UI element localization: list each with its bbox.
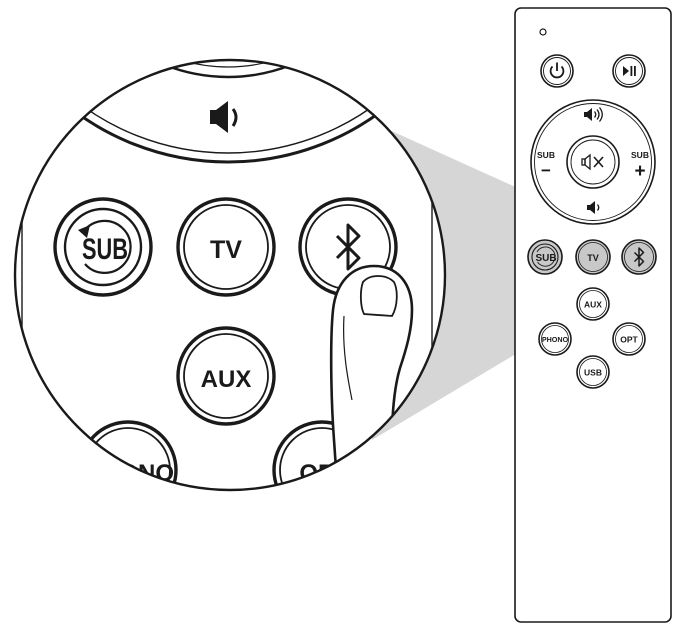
zoom-phono-label: HONO [102,460,174,487]
mute-button[interactable] [566,135,620,189]
status-led [539,28,547,36]
phono-button[interactable]: PHONO [538,322,572,356]
mute-icon [581,153,604,171]
aux-button[interactable]: AUX [576,287,610,321]
sub-minus-button[interactable]: SUB − [537,150,555,180]
volume-up-button[interactable] [584,107,603,122]
zoom-aux-label: AUX [201,366,252,393]
sub-plus-button[interactable]: SUB + [631,150,649,182]
zoom-opt-label: OPT [299,460,349,487]
zoom-circle-border [13,58,447,492]
sub-plus-label: SUB [631,150,649,160]
tv-label: TV [587,253,599,263]
zoom-tv-label: TV [210,236,242,264]
power-button[interactable] [540,54,574,88]
sub-mode-button[interactable]: SUB [527,239,563,275]
opt-button[interactable]: OPT [612,322,646,356]
phono-label: PHONO [542,335,569,344]
sub-minus-sign: − [541,161,551,180]
power-icon [549,62,565,79]
zoom-tv-button[interactable]: TV [176,197,276,297]
bluetooth-icon [633,247,645,267]
speaker-quiet-icon [587,201,600,214]
play-pause-icon [623,66,636,76]
zoom-volume-ring [15,60,445,164]
usb-label: USB [584,368,602,378]
opt-label: OPT [620,335,638,345]
zoom-sub-mode-label: SUB [82,233,128,266]
speaker-icon [210,101,238,133]
zoom-aux-button[interactable]: AUX [176,326,276,426]
sub-mode-label: SUB [535,253,556,264]
usb-button[interactable]: USB [576,355,610,389]
zoom-bluetooth-icon [335,223,361,271]
volume-down-button[interactable] [587,201,600,214]
zoom-sub-mode-button[interactable]: SUB [53,197,153,297]
sub-plus-sign: + [634,161,645,182]
remote-control: SUB − SUB + SUB TV [514,7,672,623]
aux-label: AUX [584,300,602,310]
tv-button[interactable]: TV [575,239,611,275]
zoom-phono-button[interactable]: HONO [78,420,178,518]
finger-icon [329,264,414,490]
zoom-callout: SUB TV AUX [13,58,447,518]
play-pause-button[interactable] [612,54,646,88]
sub-minus-label: SUB [537,150,555,160]
bluetooth-button[interactable] [621,239,657,275]
speaker-loud-icon [584,107,603,122]
